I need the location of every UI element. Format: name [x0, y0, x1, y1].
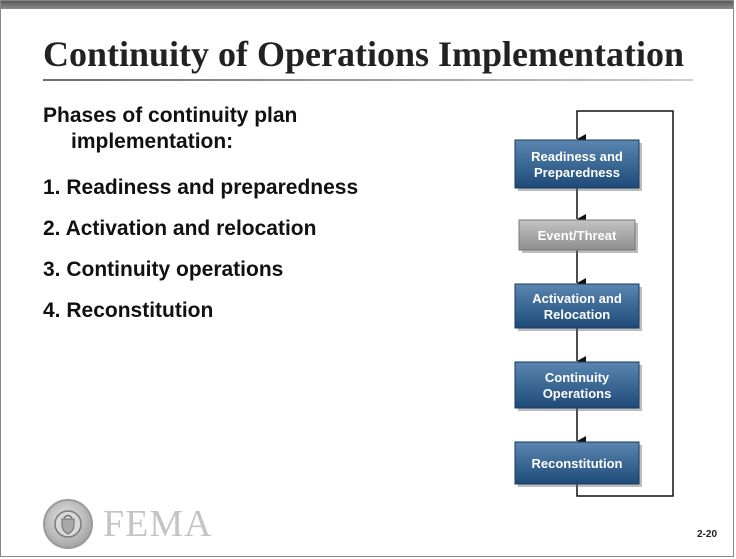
flow-node-event: Event/Threat [518, 219, 638, 253]
node-label: Reconstitution [532, 456, 623, 471]
intro-text: Phases of continuity plan implementation… [43, 103, 403, 155]
node-label: Continuity [545, 370, 610, 385]
slide-title: Continuity of Operations Implementation [43, 34, 685, 74]
phase-item: 4. Reconstitution [43, 299, 214, 322]
node-label: Operations [543, 386, 612, 401]
node-label: Activation and [532, 291, 622, 306]
node-box [514, 361, 640, 409]
phase-item: 1. Readiness and preparedness [43, 176, 359, 199]
title-divider [43, 79, 693, 81]
node-label: Preparedness [534, 165, 620, 180]
fema-wordmark: FEMA [103, 503, 213, 545]
phase-list: 1. Readiness and preparedness 2. Activat… [43, 174, 358, 338]
node-box [514, 139, 640, 189]
intro-line-1: Phases of continuity plan [43, 104, 298, 127]
node-box [518, 219, 636, 251]
loop-arrow [576, 110, 674, 497]
dhs-seal-icon [43, 499, 93, 549]
intro-line-2: implementation: [71, 130, 234, 153]
top-bar [1, 1, 733, 9]
node-box [514, 441, 640, 485]
node-box [514, 283, 640, 329]
node-label: Relocation [544, 307, 611, 322]
node-label: Readiness and [531, 149, 623, 164]
slide-number: 2-20 [697, 529, 718, 540]
fema-logo: FEMA [43, 499, 213, 549]
node-label: Event/Threat [538, 228, 617, 243]
flow-node-reconstitution: Reconstitution [514, 441, 642, 487]
phase-item: 3. Continuity operations [43, 258, 284, 281]
phase-item: 2. Activation and relocation [43, 217, 317, 240]
